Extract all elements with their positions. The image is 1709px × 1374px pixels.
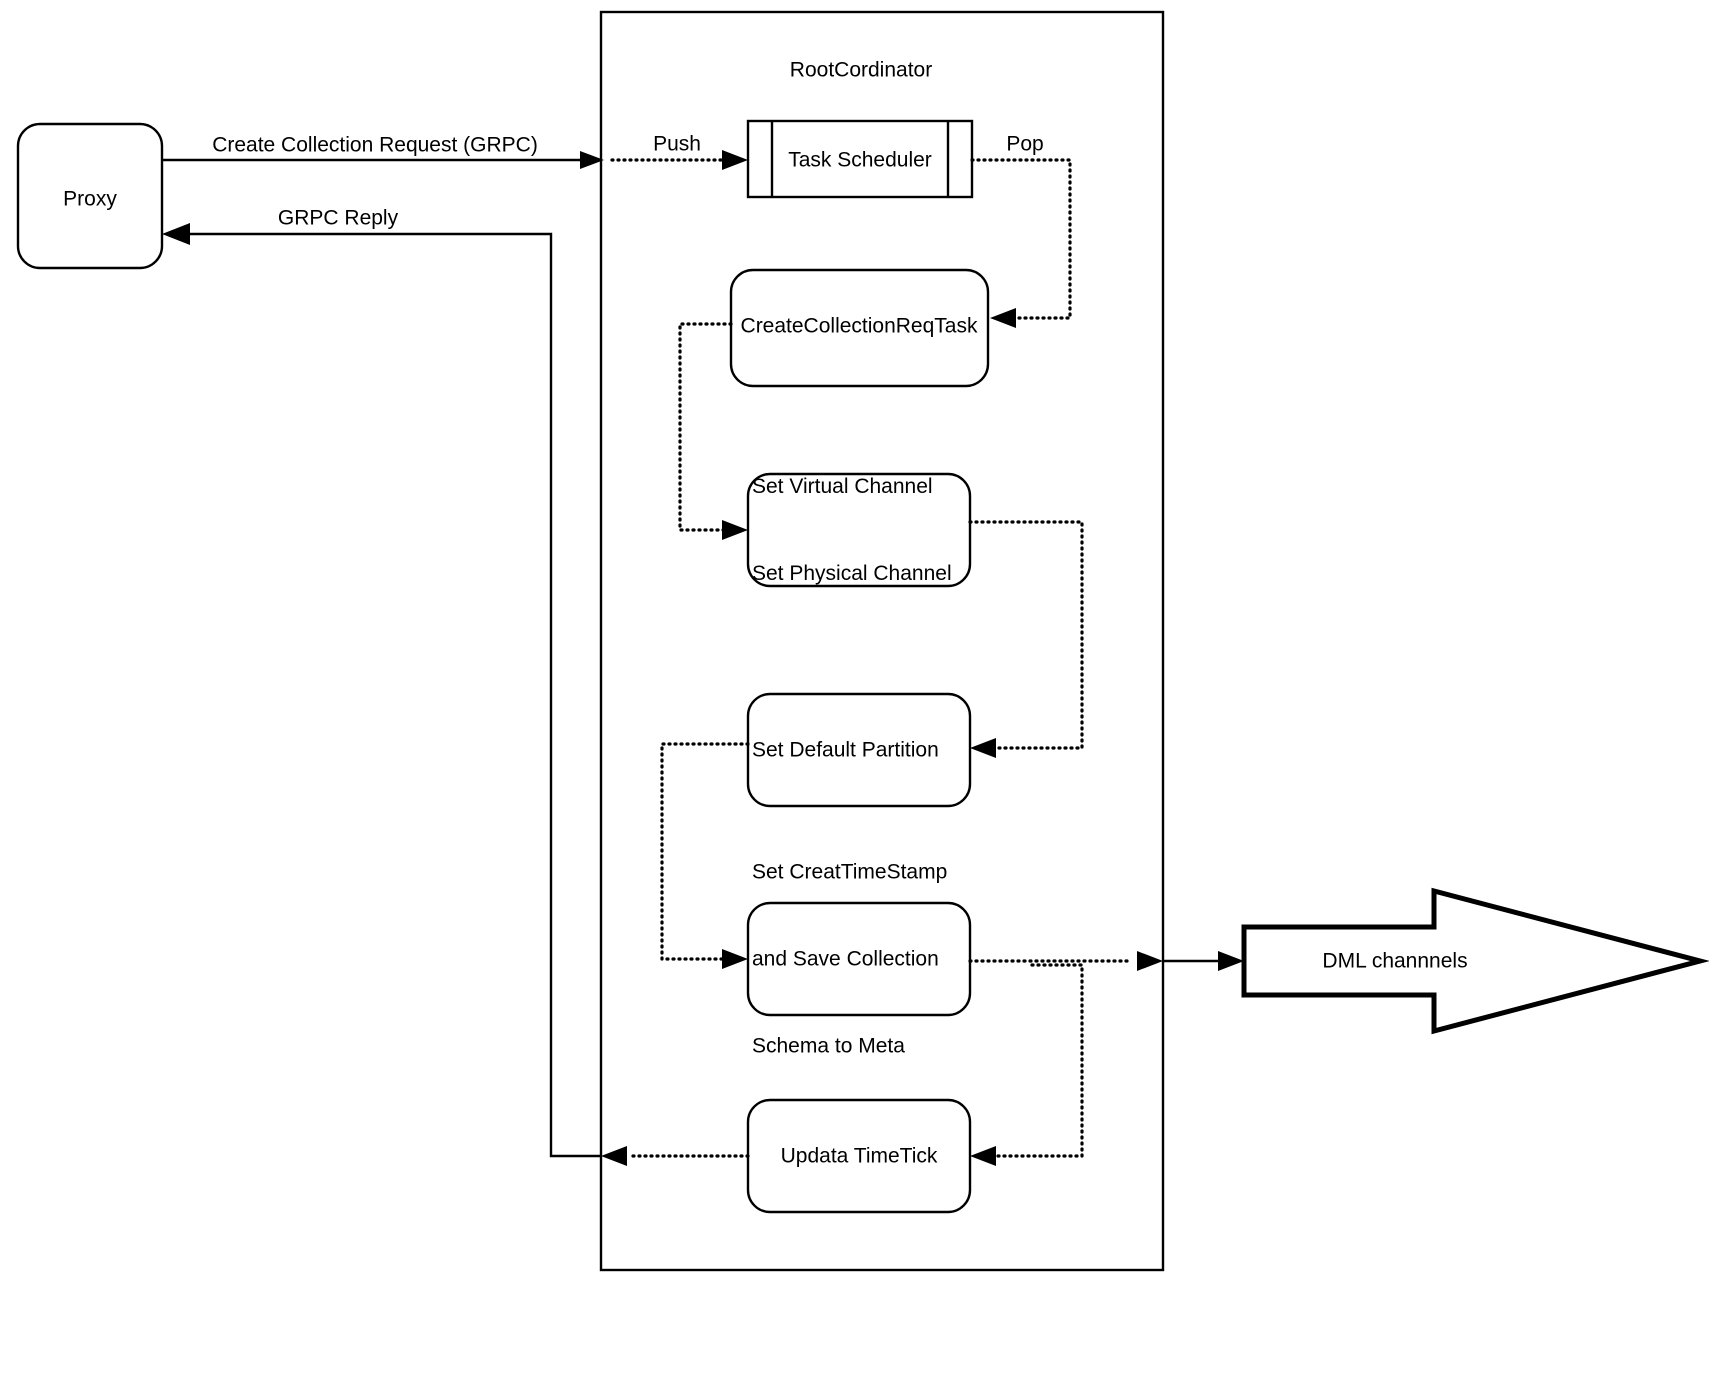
edge-pop [970,158,1072,320]
set-timestamp-line-2: and Save Collection [752,947,939,971]
edge-set-channel-to-default-partition-arrowhead [970,738,996,758]
edge-pop-arrowhead [990,308,1016,328]
create-collection-req-task-node-shape[interactable] [729,268,990,388]
set-timestamp-line-1: Set CreatTimeStamp [752,860,948,884]
edge-label-pop: Pop [1006,132,1044,156]
rootcordinator-container [599,10,1165,1272]
edge-default-partition-to-set-timestamp [660,742,750,961]
edge-set-channel-to-default-partition [968,520,1084,750]
edge-set-timestamp-to-updata-timetick-arrowhead [970,1146,996,1166]
edge-default-partition-to-set-timestamp-arrowhead [722,949,748,969]
set-timestamp-node-label: Set CreatTimeStamp and Save Collection S… [752,800,947,1119]
edge-label-push: Push [653,132,701,156]
set-default-partition-node-shape[interactable] [746,692,972,808]
edge-set-timestamp-to-updata-timetick [994,963,1084,1158]
edge-grpc-reply [186,232,601,1158]
proxy-node-label: Proxy [63,187,117,211]
edge-task-to-set-channel-arrowhead [722,520,748,540]
edge-push-arrowhead [722,150,748,170]
edge-label-create-collection-request: Create Collection Request (GRPC) [212,133,538,157]
edge-task-to-set-channel [678,322,733,532]
edge-updata-timetick-arrowhead [601,1146,627,1166]
set-timestamp-line-3: Schema to Meta [752,1034,905,1058]
create-collection-req-task-node-label: CreateCollectionReqTask [740,314,978,338]
set-channel-line-2: Set Physical Channel [752,562,952,585]
task-scheduler-node-shape[interactable] [746,119,974,199]
set-channel-node-label: Set Virtual Channel Set Physical Channel [752,414,952,646]
edge-grpc-reply-arrowhead [162,223,190,245]
edge-set-timestamp-to-dml-arrowhead-boundary [1137,951,1163,971]
edge-boundary-to-dml-arrowhead [1218,951,1244,971]
updata-timetick-node-label: Updata TimeTick [780,1144,938,1168]
set-channel-line-1: Set Virtual Channel [752,475,933,498]
edge-label-grpc-reply: GRPC Reply [277,206,399,230]
edge-create-collection-request-arrowhead [580,151,604,169]
task-scheduler-node-label: Task Scheduler [788,148,932,172]
dml-channels-node-label: DML channnels [1322,949,1468,973]
rootcordinator-label: RootCordinator [789,58,933,82]
proxy-node-shape[interactable] [16,122,164,270]
dml-channels-node-shape[interactable] [1241,887,1709,1035]
set-default-partition-node-label: Set Default Partition [752,738,939,762]
